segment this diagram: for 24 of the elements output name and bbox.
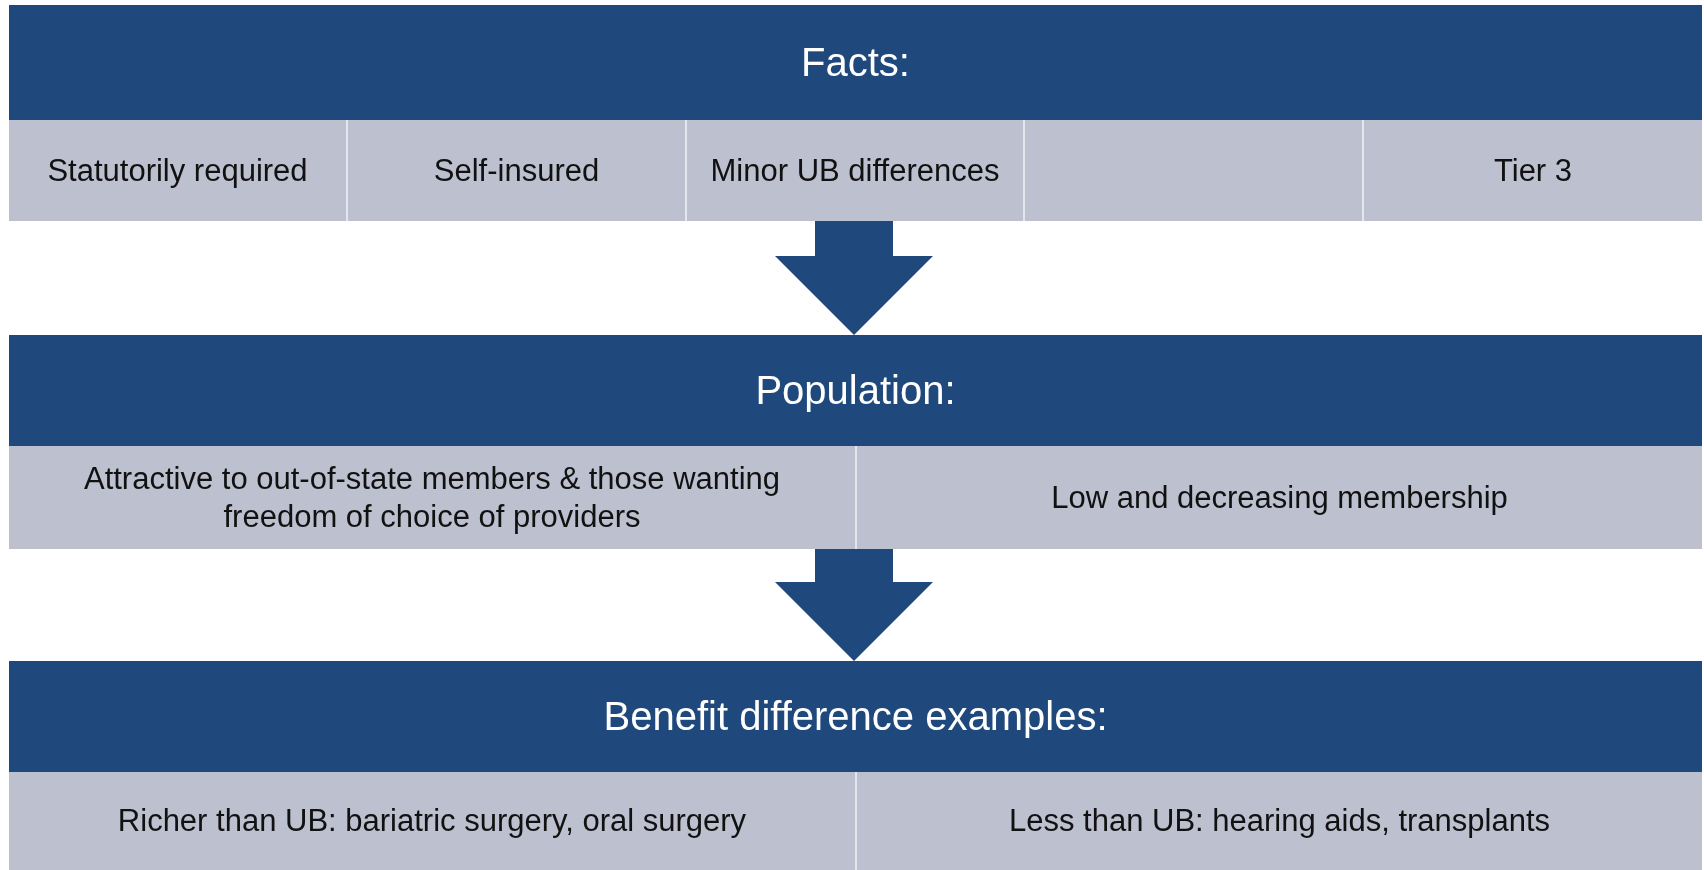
cell-text: Attractive to out-of-state members & those wanting freedom of choice of providers (82, 460, 782, 535)
cell-text: Self-insured (433, 151, 600, 190)
cell-text: Less than UB: hearing aids, transplants (1008, 802, 1551, 840)
cell-text: Low and decreasing membership (1051, 478, 1508, 517)
down-arrow (775, 549, 933, 661)
section-title: Population: (755, 368, 956, 413)
fact-cell (855, 772, 1702, 870)
header-band (9, 335, 1702, 446)
cell-text: Statutorily required (47, 151, 308, 190)
down-arrow (775, 221, 933, 335)
cell-text: Tier 3 (1493, 151, 1573, 190)
header-band (9, 5, 1702, 120)
fact-cell (9, 120, 346, 221)
fact-cell (1362, 120, 1702, 221)
section-title: Benefit difference examples: (603, 694, 1108, 739)
header-band (9, 661, 1702, 772)
fact-cell (346, 120, 685, 221)
fact-cell (9, 446, 855, 549)
section-title: Facts: (801, 40, 910, 85)
fact-cell (855, 446, 1702, 549)
fact-cell (685, 120, 1023, 221)
cell-text: Minor UB differences (710, 151, 1000, 190)
cell-text: Richer than UB: bariatric surgery, oral surgery (117, 802, 747, 840)
fact-cell (9, 772, 855, 870)
